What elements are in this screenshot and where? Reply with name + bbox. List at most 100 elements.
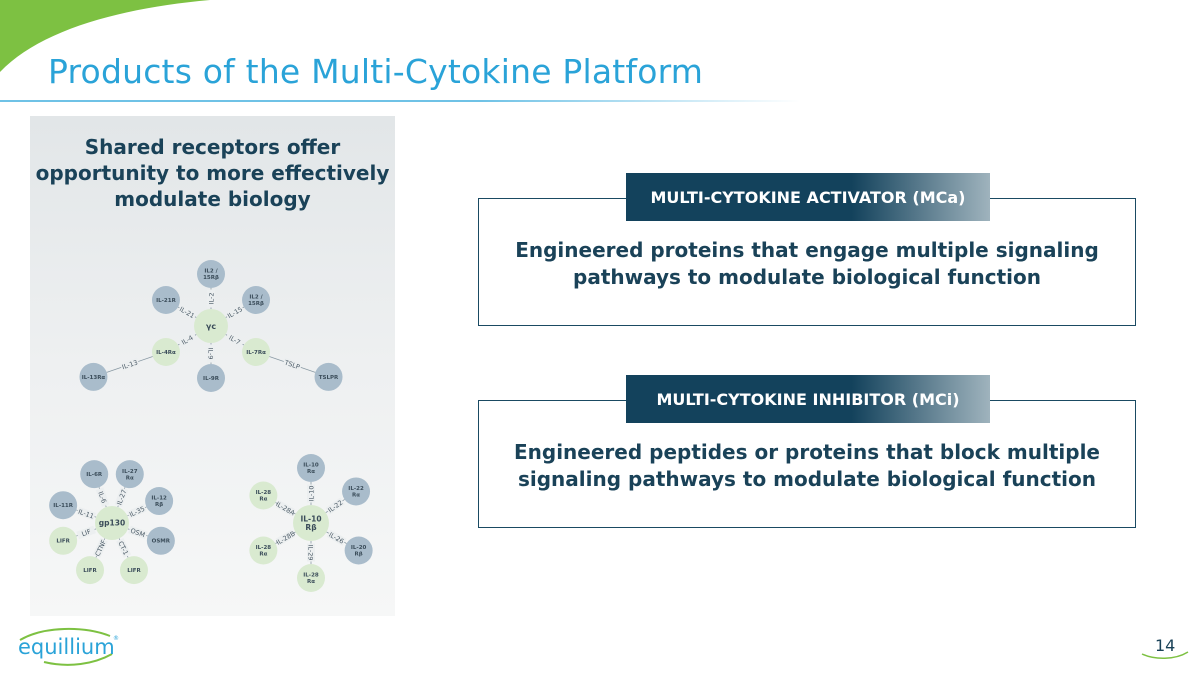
receptor-label: IL-9R bbox=[203, 376, 220, 382]
receptor-node bbox=[249, 481, 278, 510]
receptor-label: Rβ bbox=[155, 502, 163, 508]
cytokine-label-bg bbox=[225, 304, 245, 321]
cytokine-label-bg bbox=[95, 487, 110, 507]
cytokine-label-bg bbox=[114, 487, 129, 507]
cytokine-label-bg bbox=[275, 500, 296, 517]
receptor-node bbox=[145, 487, 174, 516]
receptor-label: IL-28 bbox=[256, 490, 272, 496]
central-receptor-gp130: gp130 bbox=[95, 506, 129, 540]
receptor-label: IL2 / bbox=[204, 269, 218, 275]
receptor-node-group: IL2 /15Rβ bbox=[197, 260, 225, 288]
receptor-label: IL-12 bbox=[151, 496, 167, 502]
page-title: Products of the Multi-Cytokine Platform bbox=[48, 52, 704, 91]
receptor-node bbox=[80, 460, 109, 489]
receptor-node-group: TSLPR bbox=[314, 362, 343, 391]
receptor-label: IL-6R bbox=[86, 472, 103, 478]
logo-text: equillium bbox=[18, 635, 115, 659]
receptor-node-group: IL-13Rα bbox=[79, 362, 108, 391]
receptor-node bbox=[76, 556, 105, 585]
receptor-label: IL-27 bbox=[122, 469, 138, 475]
receptor-label: Rα bbox=[259, 497, 267, 503]
title-divider bbox=[0, 100, 800, 102]
cytokine-label-bg bbox=[207, 344, 215, 363]
cytokine-label: CT-1 bbox=[116, 540, 129, 556]
cytokine-label: IL-27 bbox=[115, 488, 128, 506]
receptor-node bbox=[242, 338, 271, 366]
receptor-label: Rβ bbox=[305, 523, 317, 532]
page-number: 14 bbox=[1155, 636, 1176, 655]
receptor-node bbox=[151, 286, 180, 314]
inhibitor-description: Engineered peptides or proteins that blo… bbox=[513, 440, 1100, 491]
logo-registered-mark: ® bbox=[113, 635, 119, 642]
cytokine-label: IL-28B bbox=[275, 530, 297, 547]
cytokine-label-bg bbox=[282, 357, 303, 372]
activator-label: MULTI-CYTOKINE ACTIVATOR (MCa) bbox=[626, 173, 990, 221]
cytokine-label: IL-6 bbox=[96, 490, 108, 504]
cytokine-label: IL-13 bbox=[121, 359, 139, 372]
inhibitor-label: MULTI-CYTOKINE INHIBITOR (MCi) bbox=[626, 375, 990, 423]
receptor-label: LIFR bbox=[83, 568, 97, 574]
receptor-node bbox=[146, 526, 175, 555]
receptor-label: OSMR bbox=[152, 539, 171, 545]
receptor-label: IL-11R bbox=[53, 503, 73, 509]
receptor-node bbox=[119, 556, 148, 585]
receptor-node bbox=[249, 536, 278, 565]
receptor-node-group: LIFR bbox=[119, 556, 148, 585]
receptor-node-group: IL2 /15Rβ bbox=[242, 286, 271, 314]
receptor-label: Rα bbox=[126, 475, 134, 481]
receptor-node bbox=[297, 454, 325, 482]
receptor-label: IL-28 bbox=[256, 545, 272, 551]
receptor-label: Rα bbox=[259, 552, 267, 558]
receptor-label: IL-10 bbox=[303, 463, 319, 469]
receptor-node bbox=[115, 460, 144, 489]
receptor-label: Rα bbox=[352, 493, 360, 499]
logo-swoosh-icon: equillium ® bbox=[18, 628, 119, 666]
receptor-node bbox=[293, 505, 329, 541]
cytokine-label-bg bbox=[76, 506, 96, 521]
receptor-node bbox=[297, 564, 325, 592]
cytokine-label: IL-11 bbox=[77, 508, 95, 521]
receptor-node-group: IL-4Rα bbox=[151, 338, 180, 366]
page-number-swoosh bbox=[1141, 651, 1189, 659]
receptor-node bbox=[79, 362, 108, 391]
cytokine-label: IL-35 bbox=[128, 505, 146, 519]
cytokine-label: IL-29 bbox=[307, 544, 315, 560]
receptor-node bbox=[197, 260, 225, 288]
receptor-node-group: IL-21R bbox=[151, 286, 180, 314]
receptor-label: 15Rβ bbox=[203, 275, 219, 281]
receptor-node-group: IL-7Rα bbox=[242, 338, 271, 366]
cytokine-label-bg bbox=[119, 357, 140, 372]
receptor-label: 15Rβ bbox=[248, 301, 264, 307]
cytokine-label: IL-9 bbox=[207, 348, 215, 360]
receptor-node bbox=[314, 362, 343, 391]
receptor-node-group: LIFR bbox=[76, 556, 105, 585]
cytokine-label-bg bbox=[92, 538, 108, 558]
cytokine-label-bg bbox=[128, 525, 148, 540]
receptor-label: IL-10 bbox=[300, 514, 321, 523]
cytokine-label: TSLP bbox=[282, 358, 300, 371]
receptor-node bbox=[49, 526, 78, 555]
receptor-label: IL-7Rα bbox=[246, 350, 266, 356]
cytokine-label-bg bbox=[326, 529, 347, 546]
receptor-node-group: IL-11R bbox=[49, 491, 78, 520]
cytokine-label-bg bbox=[177, 331, 197, 348]
cytokine-label: IL-10 bbox=[308, 485, 316, 501]
cytokine-label-bg bbox=[307, 543, 315, 562]
receptor-node bbox=[344, 536, 373, 565]
receptor-label: gp130 bbox=[99, 519, 125, 528]
receptor-label: γc bbox=[206, 322, 216, 331]
cytokine-label-bg bbox=[307, 484, 315, 503]
panel-heading: Shared receptors offer opportunity to mo… bbox=[35, 135, 390, 211]
receptor-label: IL-13Rα bbox=[82, 375, 106, 381]
receptor-node bbox=[194, 309, 228, 343]
receptor-label: IL-28 bbox=[303, 573, 319, 579]
cytokine-label-bg bbox=[225, 331, 245, 348]
cytokine-label: OSM bbox=[129, 527, 146, 540]
